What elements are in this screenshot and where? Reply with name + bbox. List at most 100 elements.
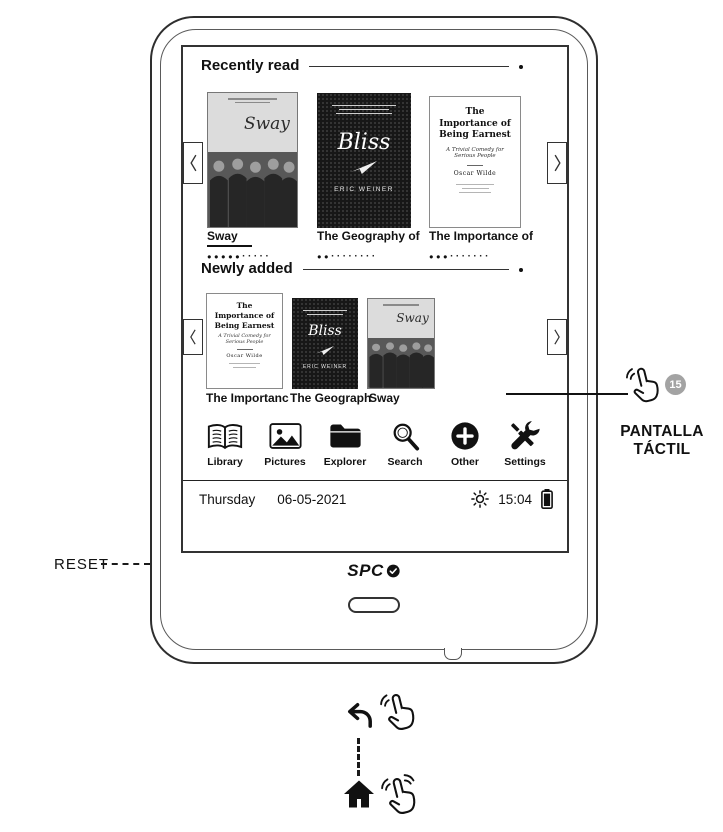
cover-title-earnest: The Importance of Being Earnest (439, 107, 511, 141)
status-time: 15:04 (498, 491, 532, 507)
ereader-screen: Recently read Sway (181, 45, 569, 553)
progress-dots-earnest: ●●●······· (429, 251, 491, 262)
cover-subtitle-earnest: A Trivial Comedy for Serious People (218, 333, 271, 346)
touchscreen-label-line2: TÁCTIL (633, 441, 691, 458)
status-bar-divider (183, 480, 567, 481)
cover-decor (430, 184, 520, 194)
book-cover-geography-of-bliss-small[interactable]: Bliss ERIC WEINER (292, 298, 358, 389)
cover-author-earnest: Oscar Wilde (453, 170, 497, 178)
touchscreen-label-line1: PANTALLA (620, 423, 704, 440)
spc-logo-text: SPC (347, 561, 384, 580)
bottom-port (444, 648, 462, 660)
section-header-newly-added: Newly added (201, 260, 523, 277)
menu-label: Search (387, 456, 423, 468)
cover-title-sway: Sway (396, 311, 429, 326)
back-gesture-icon (342, 697, 377, 732)
band-photo (368, 338, 434, 388)
status-day: Thursday (199, 491, 256, 507)
callout-number-badge: 15 (665, 374, 686, 395)
new-prev-button[interactable] (183, 319, 203, 355)
reset-callout-dashes (101, 563, 150, 565)
menu-item-settings[interactable]: Settings (497, 419, 553, 468)
menu-item-search[interactable]: Search (377, 419, 433, 468)
cover-title-bliss: Bliss (337, 130, 391, 155)
menu-item-explorer[interactable]: Explorer (317, 419, 373, 468)
home-gesture-icon (342, 778, 376, 810)
recent-next-button[interactable] (547, 142, 567, 184)
cover-title-earnest: The Importance of Being Earnest (214, 301, 275, 330)
book-cover-importance-earnest-small[interactable]: The Importance of Being Earnest A Trivia… (206, 293, 283, 389)
cover-decor (227, 98, 278, 100)
touchscreen-callout-line (506, 393, 628, 395)
book-cover-sway[interactable]: Sway (207, 92, 298, 228)
status-bar: Thursday 06-05-2021 15:04 (199, 483, 553, 515)
progress-dots-sway: ●●●●●····· (207, 251, 272, 262)
chevron-right-icon (554, 329, 560, 345)
paper-plane-icon (292, 342, 358, 360)
cover-author-bliss: ERIC WEINER (302, 364, 348, 370)
chevron-left-icon (190, 329, 196, 345)
book-cover-importance-earnest[interactable]: The Importance of Being Earnest A Trivia… (429, 96, 521, 228)
menu-item-pictures[interactable]: Pictures (257, 419, 313, 468)
menu-item-other[interactable]: Other (437, 419, 493, 468)
press-hand-icon (376, 768, 425, 822)
book-cover-sway-small[interactable]: Sway (367, 298, 435, 389)
cover-title-bliss: Bliss (308, 323, 342, 339)
chevron-right-icon (554, 154, 561, 172)
main-menu: Library Pictures (197, 419, 553, 468)
brightness-sun-icon (471, 490, 490, 508)
cover-author-bliss: ERIC WEINER (334, 186, 394, 193)
cover-decor (236, 349, 253, 351)
new-next-button[interactable] (547, 319, 567, 355)
touch-hand-icon (621, 358, 668, 410)
library-icon (206, 419, 244, 453)
book-cover-geography-of-bliss[interactable]: Bliss ERIC WEINER (317, 93, 411, 228)
cover-decor (467, 165, 483, 167)
explorer-folder-icon (329, 419, 362, 453)
ereader-device: Recently read Sway (150, 16, 598, 664)
paper-plane-icon (317, 161, 411, 179)
section-title: Newly added (201, 260, 293, 277)
progress-dots-geography: ●●········ (317, 251, 378, 262)
section-dot (519, 267, 523, 272)
section-title: Recently read (201, 57, 300, 74)
home-hardware-button[interactable] (348, 597, 400, 613)
new-book-title-importance: The Importanc (206, 391, 289, 405)
new-book-title-sway: Sway (369, 391, 400, 405)
section-dot (519, 64, 523, 69)
chevron-left-icon (189, 154, 196, 172)
menu-label: Library (207, 456, 243, 468)
section-header-recently-read: Recently read (201, 57, 523, 74)
pictures-icon (268, 419, 302, 453)
book-title-earnest: The Importance of (429, 229, 534, 243)
spc-logo-check-icon (387, 564, 401, 578)
touchscreen-label: PANTALLA TÁCTIL (598, 423, 723, 459)
cover-decor (207, 363, 282, 369)
cover-decor (382, 304, 420, 306)
battery-icon (541, 489, 553, 509)
status-date: 06-05-2021 (277, 491, 347, 507)
book-title-sway: Sway (207, 229, 252, 247)
menu-label: Pictures (264, 456, 306, 468)
cover-decor (317, 93, 411, 114)
menu-item-library[interactable]: Library (197, 419, 253, 468)
search-icon (390, 419, 420, 453)
spc-logo: SPC (347, 561, 401, 581)
menu-label: Settings (504, 456, 546, 468)
menu-label: Other (450, 456, 479, 468)
new-book-title-geography: The Geograph (290, 391, 372, 405)
band-photo (208, 151, 297, 227)
cover-subtitle-earnest: A Trivial Comedy for Serious People (446, 147, 504, 160)
section-divider-line (302, 269, 509, 270)
book-title-geography: The Geography of (317, 229, 420, 243)
settings-tools-icon (510, 419, 541, 453)
plus-circle-icon (450, 419, 480, 453)
cover-decor (234, 102, 271, 103)
recent-prev-button[interactable] (183, 142, 203, 184)
cover-title-sway: Sway (243, 114, 290, 135)
menu-label: Explorer (323, 456, 367, 468)
tap-hand-icon (375, 684, 424, 738)
cover-author-earnest: Oscar Wilde (226, 353, 263, 360)
reset-callout-label: RESET (54, 556, 110, 573)
